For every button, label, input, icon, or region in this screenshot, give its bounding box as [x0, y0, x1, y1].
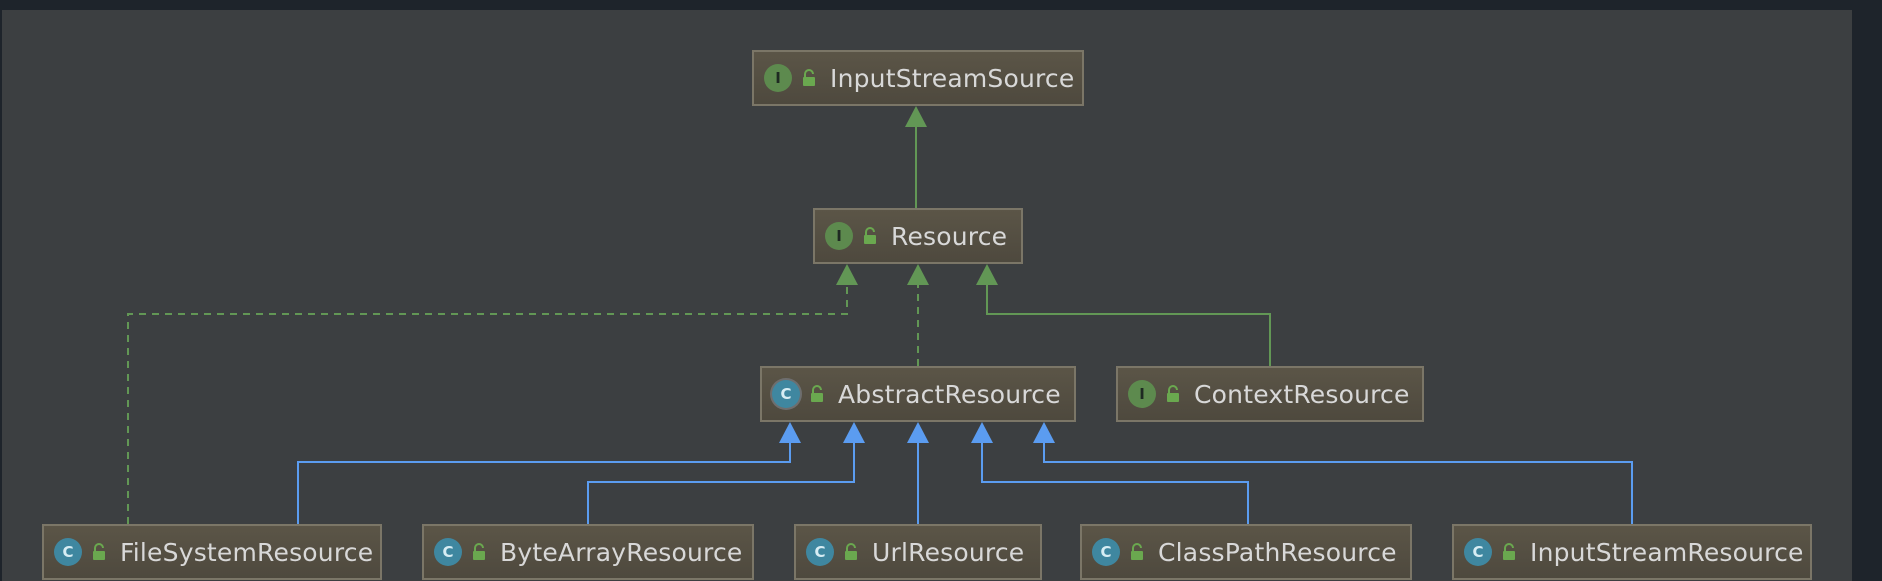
node-inputstreamsource[interactable]: I InputStreamSource [752, 50, 1084, 106]
node-label: InputStreamResource [1530, 537, 1804, 567]
lock-icon [811, 385, 823, 402]
edge-contextresource-resource [986, 284, 1271, 366]
lock-icon [1131, 543, 1143, 560]
class-badge-icon: C [1092, 538, 1120, 566]
node-label: InputStreamSource [830, 63, 1075, 93]
arrowhead-icon [976, 264, 998, 285]
class-badge-icon: C [806, 538, 834, 566]
node-label: ClassPathResource [1158, 537, 1397, 567]
class-badge-icon: C [434, 538, 462, 566]
inheritance-edges [127, 106, 1633, 524]
lock-icon [803, 69, 815, 86]
lock-icon [864, 227, 876, 244]
class-badge-icon: C [54, 538, 82, 566]
node-inputstreamresource[interactable]: C InputStreamResource [1452, 524, 1812, 580]
node-label: UrlResource [872, 537, 1025, 567]
node-contextresource[interactable]: I ContextResource [1116, 366, 1424, 422]
edge-filesystemresource-resource [127, 284, 848, 524]
node-classpathresource[interactable]: C ClassPathResource [1080, 524, 1412, 580]
node-label: Resource [891, 221, 1008, 251]
node-resource[interactable]: I Resource [813, 208, 1023, 264]
node-label: ByteArrayResource [500, 537, 743, 567]
arrowhead-icon [836, 264, 858, 285]
lock-icon [845, 543, 857, 560]
node-urlresource[interactable]: C UrlResource [794, 524, 1042, 580]
node-abstractresource[interactable]: C AbstractResource [760, 366, 1076, 422]
edge-filesystemresource-abstractresource [297, 442, 791, 524]
lock-icon [93, 543, 105, 560]
arrowhead-icon [843, 422, 865, 443]
arrowhead-icon [907, 264, 929, 285]
lock-icon [1167, 385, 1179, 402]
lock-icon [1503, 543, 1515, 560]
arrowhead-icon [907, 422, 929, 443]
node-bytearrayresource[interactable]: C ByteArrayResource [422, 524, 754, 580]
node-label: AbstractResource [838, 379, 1061, 409]
node-label: ContextResource [1194, 379, 1410, 409]
lock-icon [473, 543, 485, 560]
arrowhead-icon [905, 106, 927, 127]
diagram-canvas: I InputStreamSource I Resource C Abstrac… [2, 10, 1852, 581]
interface-badge-icon: I [1128, 380, 1156, 408]
edge-inputstreamresource-abstractresource [1043, 442, 1633, 524]
abstract-class-badge-icon: C [772, 380, 800, 408]
edge-classpathresource-abstractresource [981, 442, 1249, 524]
node-filesystemresource[interactable]: C FileSystemResource [42, 524, 382, 580]
node-label: FileSystemResource [120, 537, 374, 567]
arrowhead-icon [971, 422, 993, 443]
edge-bytearrayresource-abstractresource [587, 442, 855, 524]
arrowhead-icon [1033, 422, 1055, 443]
interface-badge-icon: I [825, 222, 853, 250]
interface-badge-icon: I [764, 64, 792, 92]
class-badge-icon: C [1464, 538, 1492, 566]
arrowhead-icon [779, 422, 801, 443]
